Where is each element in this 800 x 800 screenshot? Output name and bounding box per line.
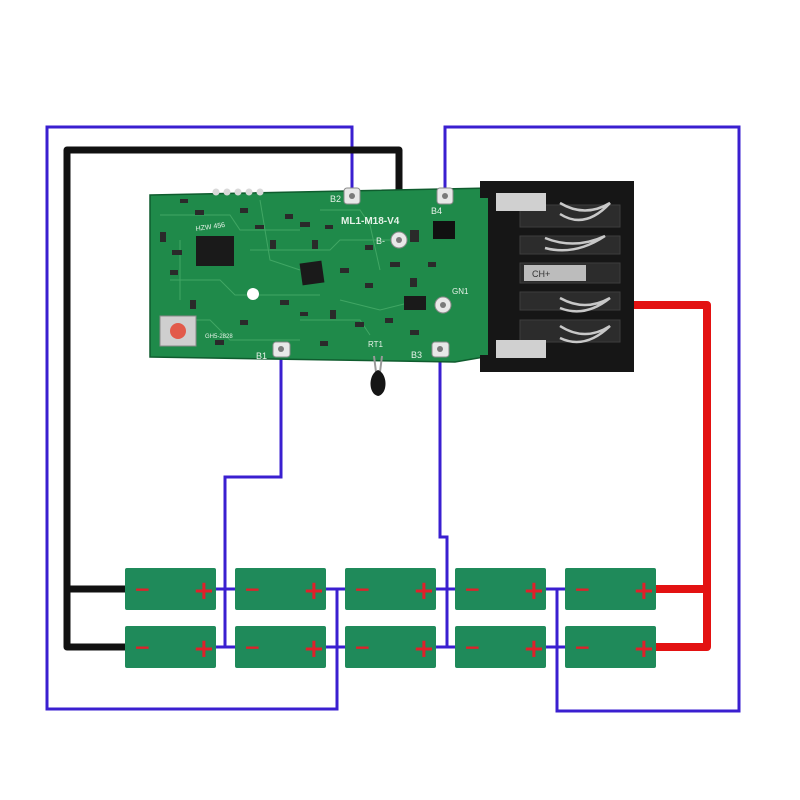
cell-minus-label: −: [464, 577, 481, 601]
label-rt1: RT1: [368, 340, 384, 349]
battery-cell: − +: [125, 626, 216, 668]
wire-b2-outer-left: [45, 125, 354, 711]
pcb-header-holes: [212, 188, 264, 196]
pad-label-b2: B2: [330, 194, 341, 204]
pcb-mosfet: [433, 221, 455, 239]
terminal-ch-label: CH+: [532, 269, 550, 279]
cell-series-links: [216, 587, 566, 649]
cell-plus-label: +: [303, 576, 325, 606]
battery-cell: − +: [565, 626, 656, 668]
cell-plus-label: +: [523, 634, 545, 664]
pcb-model-label: ML1-M18-V4: [341, 216, 400, 227]
pad-label-b4: B4: [431, 206, 442, 216]
cell-plus-label: +: [633, 634, 655, 664]
terminal-pin-top: [496, 193, 546, 211]
pcb-ic-mcu: [299, 260, 325, 286]
pad-b2: [343, 187, 361, 205]
battery-cell: − +: [345, 626, 436, 668]
cell-plus-label: +: [523, 576, 545, 606]
pad-label-gn1: GN1: [452, 287, 469, 296]
pad-label-b3: B3: [411, 350, 422, 360]
thermistor-icon: [370, 355, 386, 396]
wire-black-negative: [63, 146, 403, 651]
pad-gn1: [434, 296, 452, 314]
terminal-connector: CH+: [480, 181, 634, 372]
cell-minus-label: −: [244, 577, 261, 601]
cell-plus-label: +: [633, 576, 655, 606]
wire-b3: [438, 352, 449, 648]
pcb-chip-label: HZW 456: [195, 222, 225, 233]
wire-b1: [223, 352, 283, 647]
battery-cell: − +: [125, 568, 216, 610]
cell-minus-label: −: [134, 635, 151, 659]
cell-minus-label: −: [244, 635, 261, 659]
cell-minus-label: −: [354, 577, 371, 601]
pad-b1: [272, 341, 291, 358]
battery-cell: − +: [235, 568, 326, 610]
pad-b-minus: [390, 231, 408, 249]
pcb-mount-hole: [247, 288, 259, 300]
terminal-clip-icon: [544, 201, 611, 344]
pad-b3: [431, 341, 450, 358]
terminal-ch-plate: [524, 265, 586, 281]
battery-cell: − +: [455, 568, 546, 610]
pad-b4: [436, 187, 454, 205]
push-button-icon: [159, 315, 197, 347]
pad-label-b-minus: B-: [376, 236, 385, 246]
pcb-ic-small: [404, 296, 426, 310]
cell-plus-label: +: [413, 634, 435, 664]
cell-minus-label: −: [134, 577, 151, 601]
pcb-ic-main: [196, 236, 234, 266]
cell-minus-label: −: [464, 635, 481, 659]
cell-plus-label: +: [193, 634, 215, 664]
battery-cell: − +: [345, 568, 436, 610]
pcb-board: B2 B4 B- GN1 B1 B3 RT1 ML1-M18-V4 HZW 45…: [149, 187, 491, 363]
cell-plus-label: +: [303, 634, 325, 664]
cell-plus-label: +: [193, 576, 215, 606]
wire-b4-outer-right: [443, 125, 741, 713]
terminal-pin-bottom: [496, 340, 546, 358]
cell-minus-label: −: [354, 635, 371, 659]
cell-minus-label: −: [574, 577, 591, 601]
pcb-components: [160, 199, 436, 346]
battery-cell: − +: [565, 568, 656, 610]
battery-pack: − + − + − + − + − + − +: [125, 568, 656, 668]
cell-plus-label: +: [413, 576, 435, 606]
battery-cell: − +: [235, 626, 326, 668]
cell-minus-label: −: [574, 635, 591, 659]
pad-label-b1: B1: [256, 351, 267, 361]
pcb-crystal-label: GH5-2828: [205, 334, 233, 340]
battery-cell: − +: [455, 626, 546, 668]
